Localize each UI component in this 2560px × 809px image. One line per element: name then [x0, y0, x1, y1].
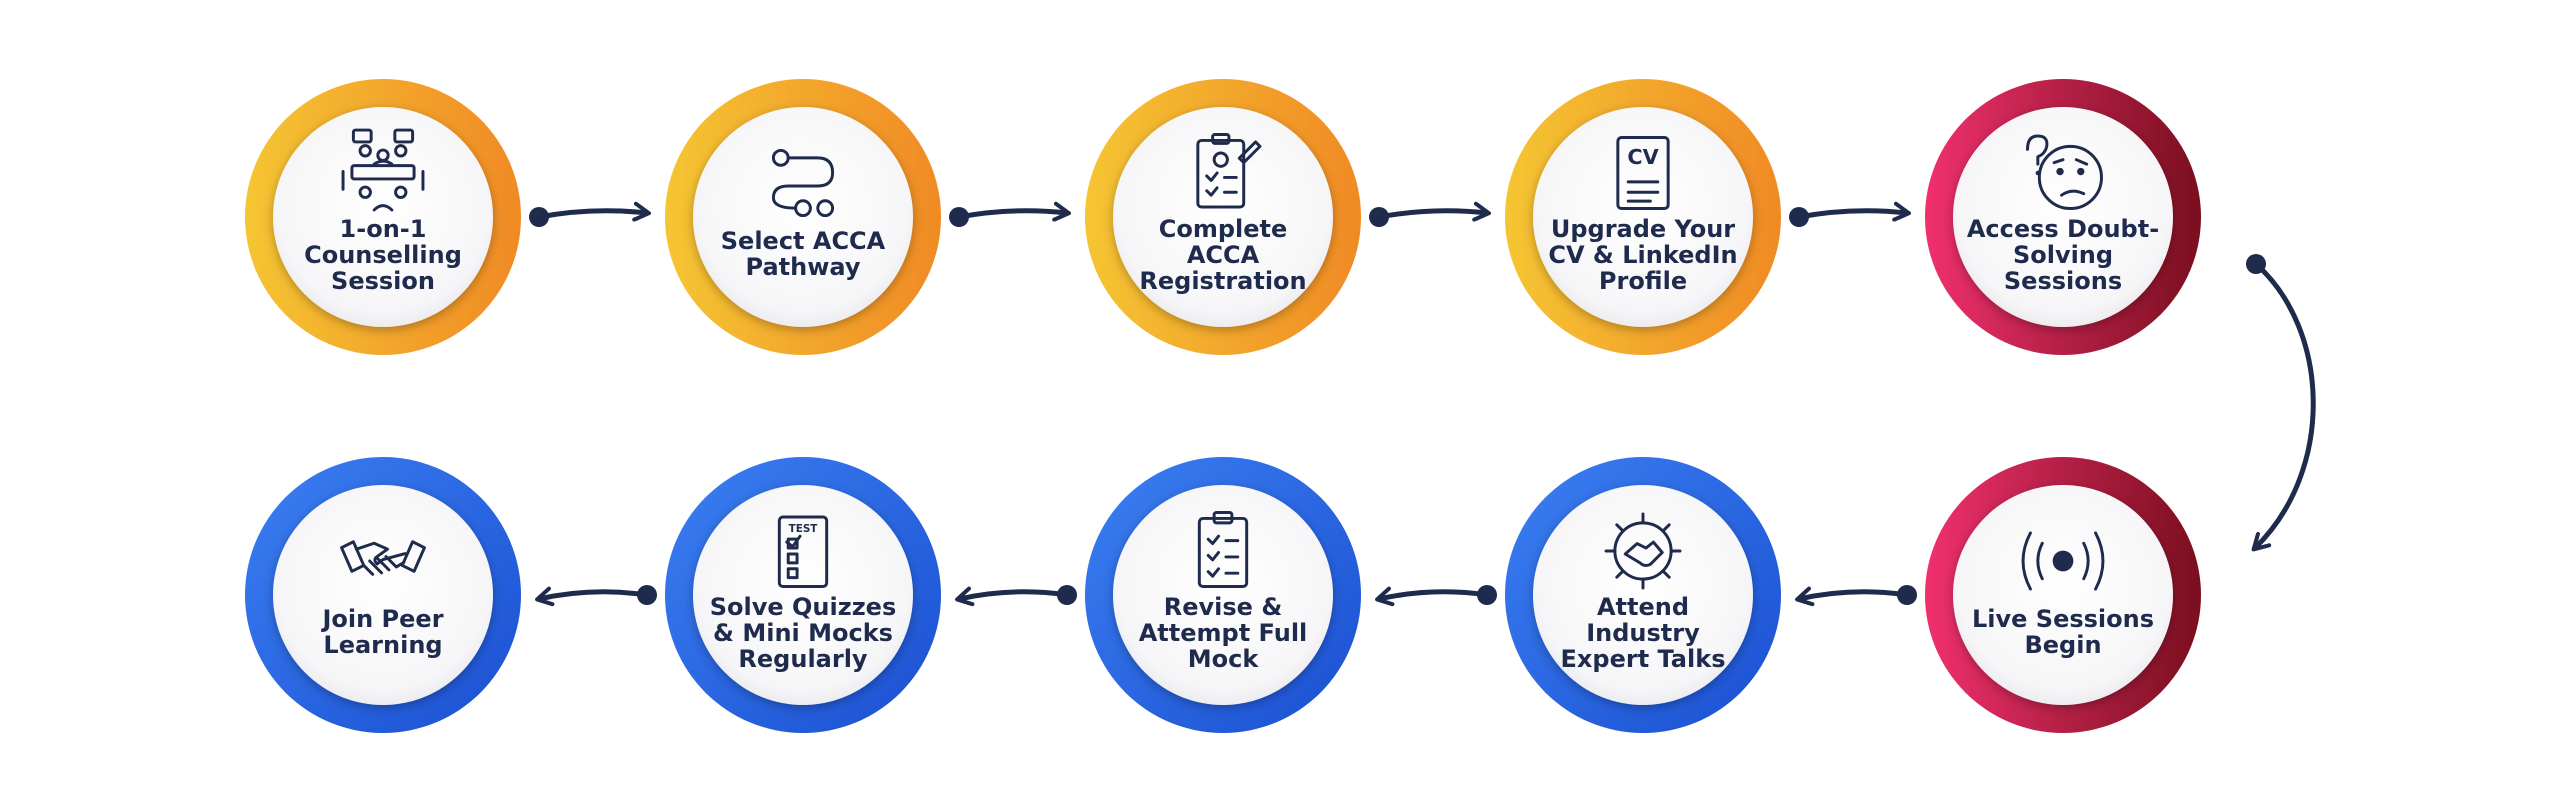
step-disc	[1113, 485, 1333, 705]
step-label-line: Live Sessions	[1972, 605, 2154, 633]
arrow-connector	[949, 201, 1071, 227]
connectors	[529, 201, 2316, 607]
test-clipboard-icon: TEST	[777, 515, 829, 589]
step-disc	[273, 107, 493, 327]
cv-icon-text: CV	[1627, 145, 1658, 169]
checklist-clipboard-icon	[1197, 511, 1249, 589]
step-label-line: Regularly	[738, 645, 868, 673]
step-label-line: Begin	[2024, 631, 2101, 659]
step-disc	[1953, 107, 2173, 327]
registration-form-icon	[1196, 133, 1262, 209]
step-label-line: & Mini Mocks	[713, 619, 893, 647]
arrow-connector	[529, 201, 651, 227]
step-label-line: Join Peer	[320, 605, 443, 633]
arrow-connector	[1369, 201, 1491, 227]
step-label-line: Attend	[1597, 593, 1689, 621]
step-label-line: Registration	[1139, 267, 1306, 295]
step-label-line: Solving	[2013, 241, 2113, 269]
counselling-meeting-icon	[341, 128, 425, 212]
step-label-line: 1-on-1	[340, 215, 427, 243]
step-label-line: Complete	[1159, 215, 1288, 243]
step-label-line: Sessions	[2004, 267, 2122, 295]
step-label-line: Learning	[323, 631, 442, 659]
arrow-connector	[955, 585, 1077, 607]
pathway-route-icon	[771, 148, 835, 218]
handshake-icon	[340, 540, 426, 576]
step-label-line: Expert Talks	[1561, 645, 1726, 673]
step-disc	[273, 485, 493, 705]
step-label-line: CV & LinkedIn	[1548, 241, 1737, 269]
step-label-line: Attempt Full	[1139, 619, 1308, 647]
step-label-line: Session	[331, 267, 435, 295]
arrow-connector	[1789, 201, 1911, 227]
step-label-line: Upgrade Your	[1551, 215, 1735, 243]
confused-face-icon	[2025, 134, 2103, 211]
step-label-line: Mock	[1188, 645, 1260, 673]
step-disc	[1953, 485, 2173, 705]
step-label-line: Pathway	[746, 253, 861, 281]
arrow-connector	[535, 585, 657, 607]
step-label-line: Counselling	[304, 241, 462, 269]
step-disc	[1113, 107, 1333, 327]
step-disc	[693, 485, 913, 705]
live-broadcast-icon	[2021, 531, 2105, 591]
step-label-line: Revise &	[1164, 593, 1282, 621]
test-icon-text: TEST	[789, 523, 819, 535]
step-disc	[1533, 107, 1753, 327]
arrow-connector	[1375, 585, 1497, 607]
step-label-line: Profile	[1599, 267, 1687, 295]
step-label-line: Solve Quizzes	[710, 593, 897, 621]
step-label-line: Select ACCA	[721, 227, 886, 255]
step-disc	[1533, 485, 1753, 705]
arrow-connector	[2246, 254, 2316, 552]
arrow-connector	[1795, 585, 1917, 607]
gear-handshake-icon	[1604, 512, 1682, 590]
step-label-line: Industry	[1586, 619, 1700, 647]
step-label-line: ACCA	[1187, 241, 1260, 269]
cv-document-icon: CV	[1616, 135, 1670, 211]
step-label-line: Access Doubt-	[1967, 215, 2159, 243]
